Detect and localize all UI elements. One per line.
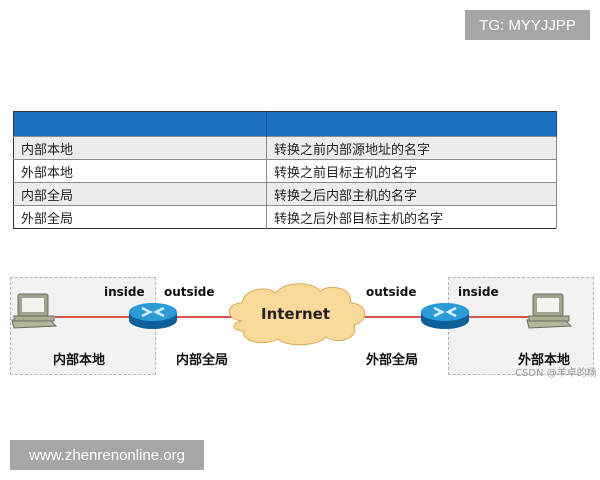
watermark-url: www.zhenrenonline.org xyxy=(10,440,204,470)
internet-label: Internet xyxy=(261,305,331,323)
term-cell: 外部全局 xyxy=(13,205,267,229)
link-cloud-right-router xyxy=(360,316,430,318)
right-outside-label: outside xyxy=(366,285,417,299)
left-outside-label: outside xyxy=(164,285,215,299)
description-cell: 转换之前目标主机的名字 xyxy=(266,159,557,183)
left-inside-label: inside xyxy=(104,285,145,299)
table-row: 内部本地 转换之前内部源地址的名字 xyxy=(13,136,557,160)
outside-local-label: 外部本地 xyxy=(518,353,571,368)
description-cell: 转换之后内部主机的名字 xyxy=(266,182,557,206)
cloud-icon xyxy=(228,283,366,346)
table-row: 内部全局 转换之后内部主机的名字 xyxy=(13,182,557,206)
outside-global-label: 外部全局 xyxy=(366,353,419,368)
table-row: 外部全局 转换之后外部目标主机的名字 xyxy=(13,205,557,229)
term-cell: 外部本地 xyxy=(13,159,267,183)
description-cell: 转换之前内部源地址的名字 xyxy=(266,136,557,160)
computer-icon xyxy=(11,293,58,329)
csdn-watermark: CSDN @羊卓的杨 xyxy=(515,368,597,379)
inside-global-label: 内部全局 xyxy=(176,353,229,368)
table-row: 外部本地 转换之前目标主机的名字 xyxy=(13,159,557,183)
nat-terms-table: 内部本地 转换之前内部源地址的名字 外部本地 转换之前目标主机的名字 内部全局 … xyxy=(13,111,557,229)
table-header-term xyxy=(13,111,267,137)
term-cell: 内部本地 xyxy=(13,136,267,160)
inside-local-label: 内部本地 xyxy=(53,353,106,368)
table-header-description xyxy=(266,111,557,137)
term-cell: 内部全局 xyxy=(13,182,267,206)
watermark-tag: TG: MYYJJPP xyxy=(465,10,590,40)
description-cell: 转换之后外部目标主机的名字 xyxy=(266,205,557,229)
table-header-row xyxy=(13,111,557,137)
computer-icon xyxy=(526,293,573,329)
link-left-host-router xyxy=(55,316,135,318)
link-left-router-cloud xyxy=(175,316,235,318)
router-icon xyxy=(129,303,177,329)
router-icon xyxy=(421,303,469,329)
link-right-router-host xyxy=(465,316,545,318)
right-inside-label: inside xyxy=(458,285,499,299)
